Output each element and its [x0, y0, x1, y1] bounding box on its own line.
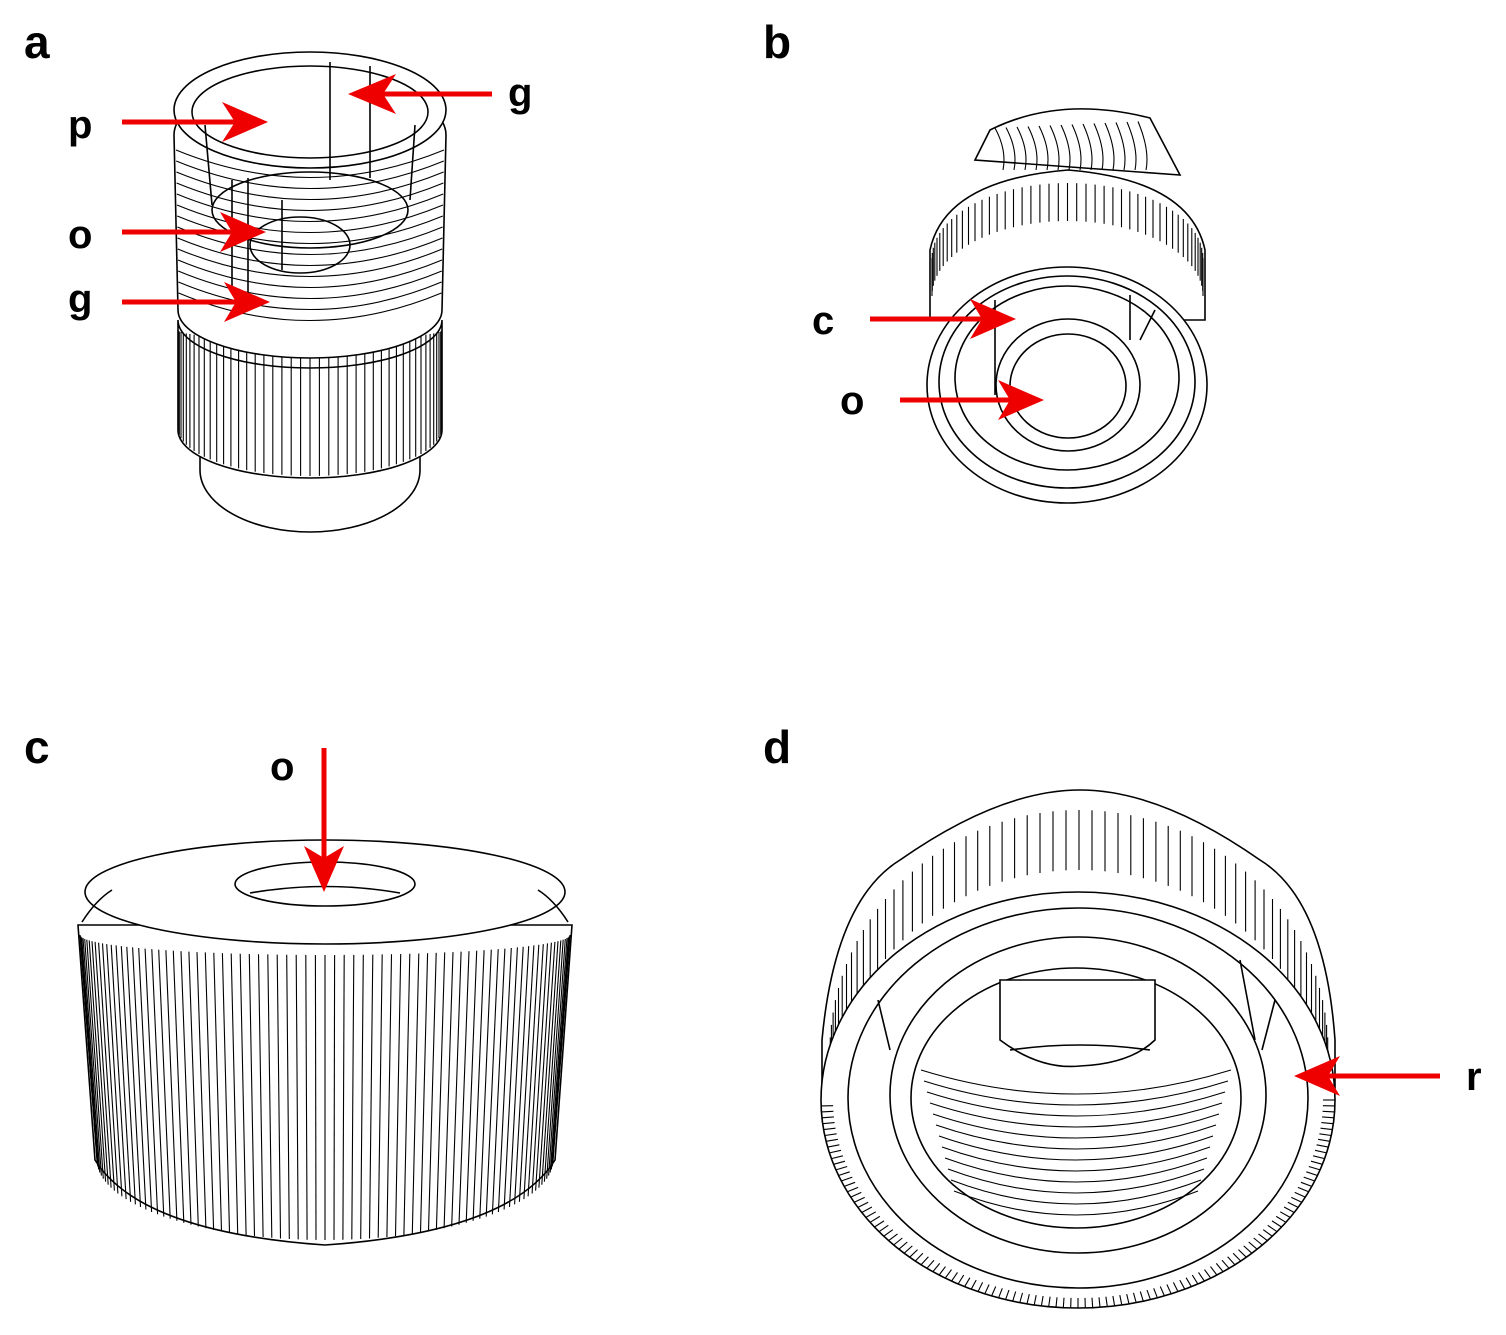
- panel-d-label: d: [763, 721, 791, 773]
- arrow-c-o: [304, 748, 344, 892]
- thread-lines-b: [994, 121, 1148, 171]
- knurl-lines-a: [177, 330, 443, 476]
- panel-b: b c o: [763, 16, 1208, 504]
- thread-lines-a: [175, 149, 445, 321]
- cap-c-drawing: [77, 839, 573, 1246]
- label-a-g-top: g: [508, 71, 532, 115]
- cap-d-drawing: [820, 789, 1336, 1309]
- label-a-o: o: [68, 213, 92, 257]
- arrow-b-o: [900, 380, 1044, 420]
- label-a-g-bottom: g: [68, 277, 92, 321]
- arrow-a-o: [122, 212, 266, 252]
- arrow-a-g-top: [348, 74, 492, 114]
- panel-c-label: c: [24, 721, 50, 773]
- panel-a-label: a: [24, 16, 50, 68]
- panel-a: a: [24, 16, 532, 533]
- thread-lines-d: [920, 1069, 1232, 1216]
- panel-d: d r: [763, 721, 1482, 1309]
- knurl-rim-d: [821, 1099, 1335, 1308]
- label-a-p: p: [68, 103, 92, 147]
- panel-c: c o: [24, 721, 573, 1246]
- label-c-o: o: [270, 745, 294, 789]
- arrow-d-r: [1294, 1056, 1440, 1096]
- knurl-lines-b: [931, 183, 1204, 296]
- label-b-o: o: [840, 379, 864, 423]
- arrow-a-g-bottom: [122, 282, 270, 322]
- panel-b-label: b: [763, 16, 791, 68]
- knurl-lines-c: [79, 934, 571, 1240]
- label-d-r: r: [1466, 1055, 1482, 1099]
- arrow-a-p: [122, 102, 268, 142]
- arrow-b-c: [870, 299, 1016, 339]
- label-b-c: c: [812, 299, 834, 343]
- fitting-b-drawing: [926, 108, 1208, 504]
